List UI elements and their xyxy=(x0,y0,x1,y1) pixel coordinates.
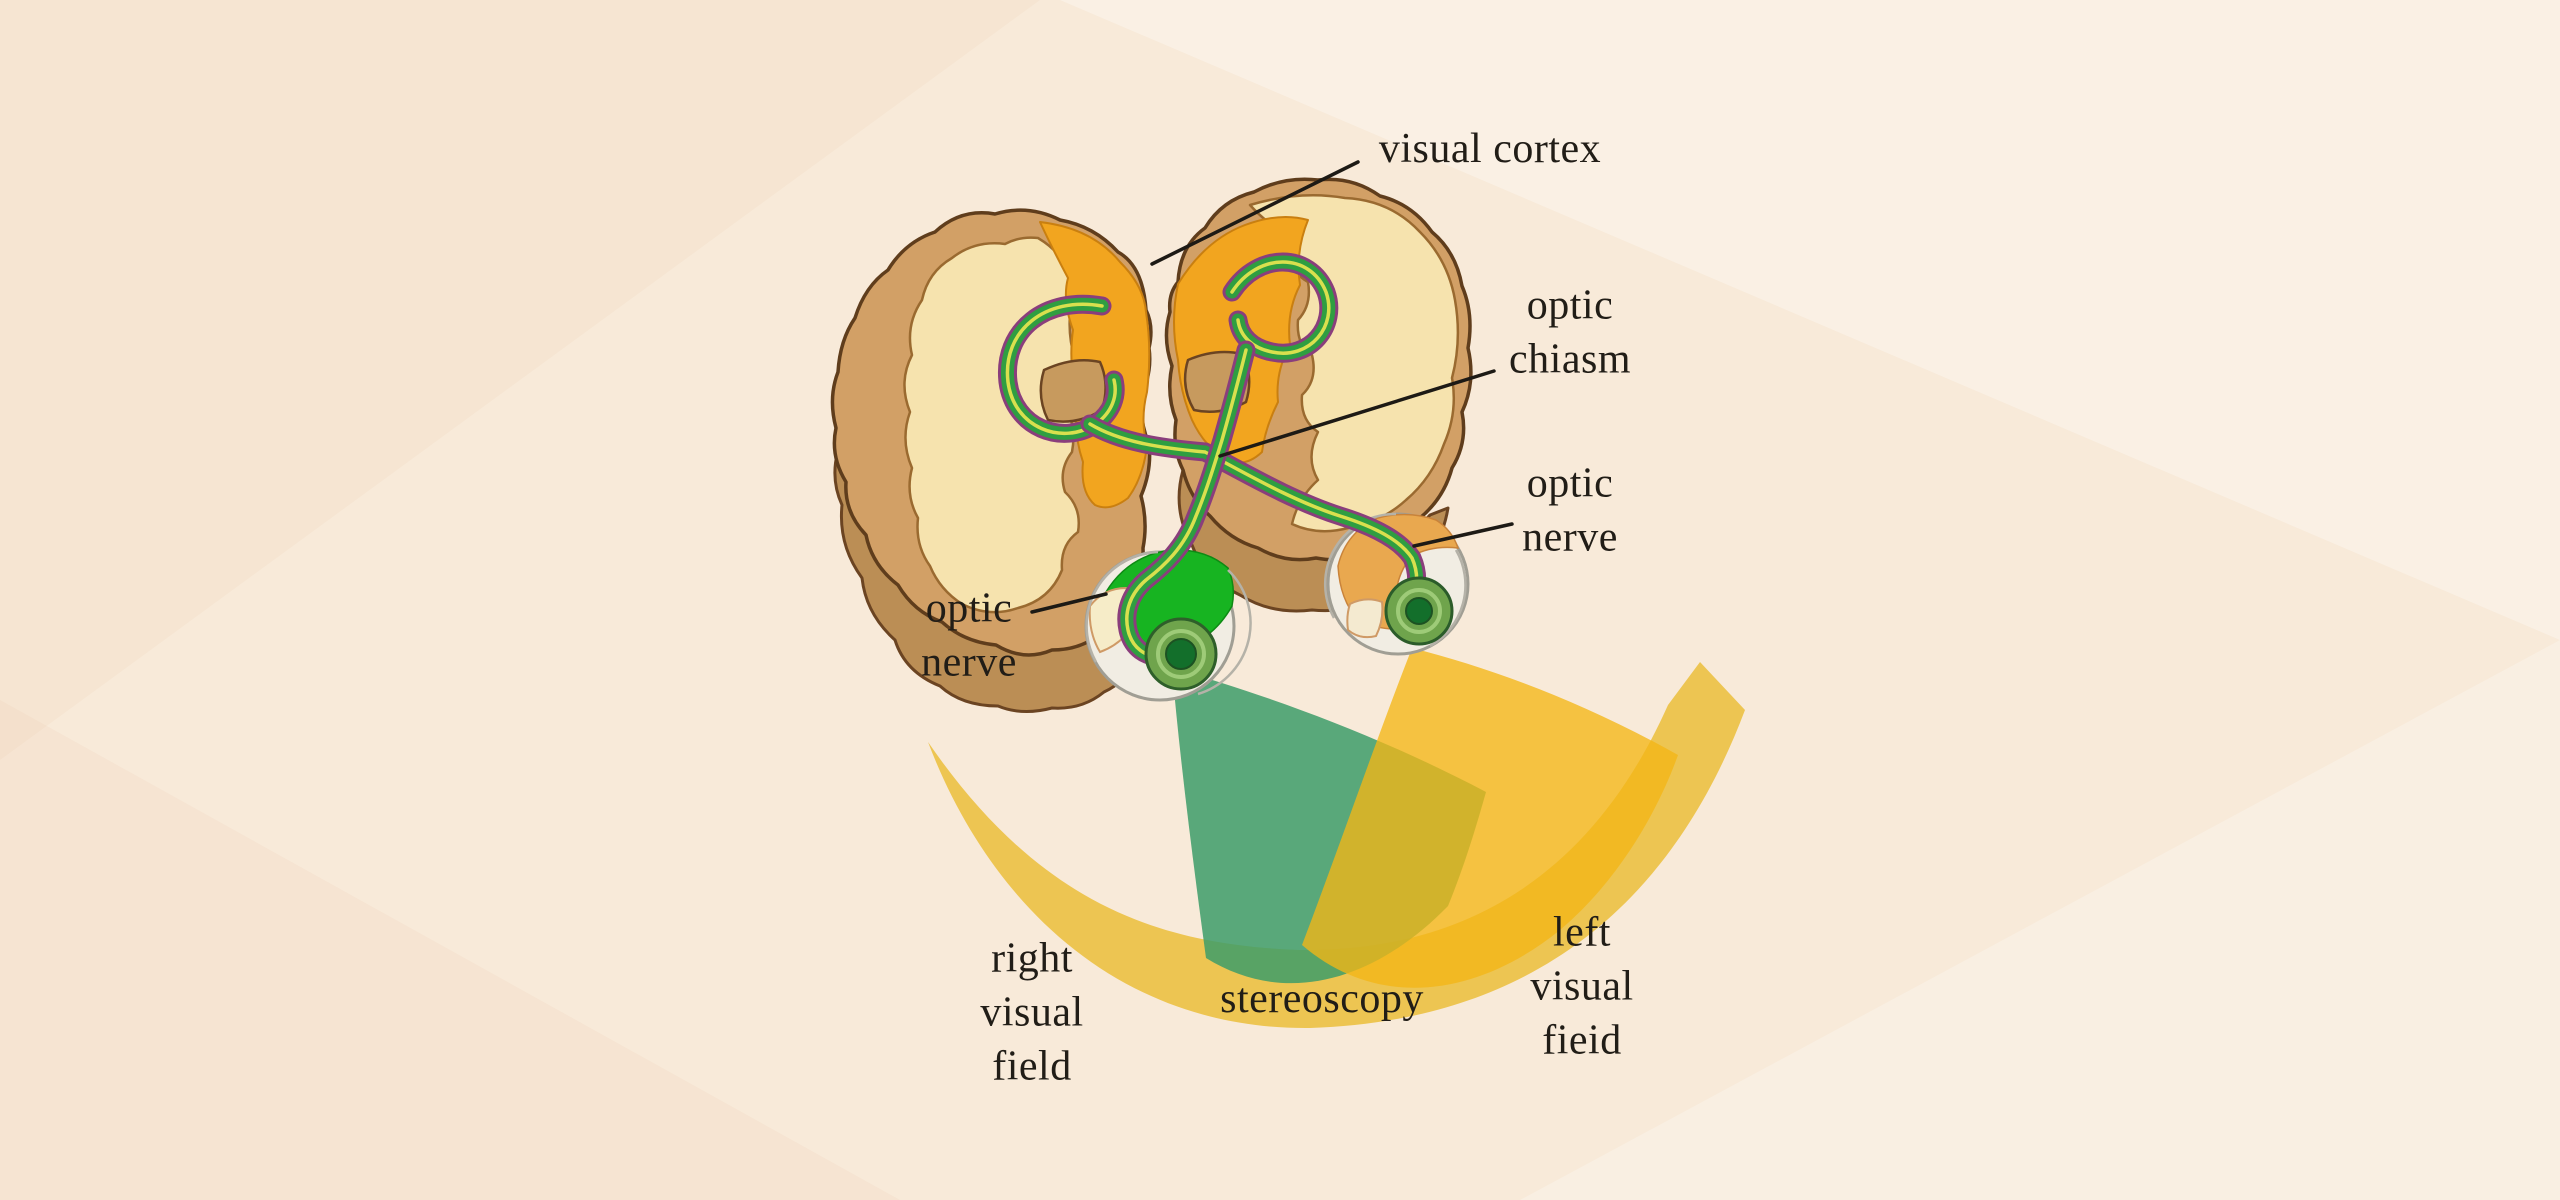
nerve-stripe-stroke xyxy=(1005,302,1117,435)
optic-nerves xyxy=(997,252,1427,666)
label-left-visual-field-line3: fieid xyxy=(1542,1016,1622,1063)
label-optic-nerve-right-line2: nerve xyxy=(1522,514,1618,560)
label-optic-nerve-right-line1: optic xyxy=(1526,460,1614,507)
label-left-visual-field-line2: visual xyxy=(1530,963,1634,1010)
paper-shade-bottomleft xyxy=(0,700,900,1200)
label-optic-chiasm-line2: chiasm xyxy=(1509,336,1631,382)
optic-tract-left-to-right-eye xyxy=(1080,414,1427,624)
paper-light-bottomright xyxy=(1520,640,2560,1200)
right-eye-lens xyxy=(1346,598,1384,639)
label-optic-nerve-left: optic nerve xyxy=(921,582,1017,690)
right-eye-iris-ring xyxy=(1396,588,1442,634)
label-optic-nerve-left-line2: nerve xyxy=(921,639,1017,685)
left-visual-field-fan xyxy=(1302,648,1678,988)
label-optic-nerve-right: optic nerve xyxy=(1522,457,1618,565)
leader-optic-nerve-right xyxy=(1412,522,1514,548)
right-eye-pupil xyxy=(1405,597,1433,625)
left-eye-pupil xyxy=(1165,638,1197,670)
label-optic-nerve-left-line1: optic xyxy=(925,585,1013,632)
irises xyxy=(1144,576,1454,691)
label-right-visual-field-line1: right xyxy=(991,935,1073,982)
right-hemisphere-cortex-surface xyxy=(1248,194,1460,533)
label-optic-chiasm-line1: optic xyxy=(1526,282,1614,329)
label-optic-chiasm: optic chiasm xyxy=(1509,279,1631,387)
leader-visual-cortex xyxy=(1150,160,1360,266)
left-eye-iris-ring xyxy=(1156,629,1206,679)
leader-optic-nerve-left xyxy=(1030,592,1108,614)
nerve-stripe-stroke xyxy=(1088,422,1419,616)
label-right-visual-field-line3: field xyxy=(992,1042,1072,1089)
paper-shade-topleft xyxy=(0,0,1040,760)
optic-tract-left-curl xyxy=(997,294,1125,443)
paper-light-topright xyxy=(1060,0,2560,640)
label-right-visual-field-line2: visual xyxy=(980,989,1084,1036)
nerve-stripe-stroke xyxy=(1125,348,1248,658)
label-left-visual-field-line1: left xyxy=(1553,909,1611,956)
label-visual-cortex: visual cortex xyxy=(1378,126,1602,173)
leader-lines xyxy=(1030,160,1514,614)
label-right-visual-field: right visual field xyxy=(980,932,1083,1093)
leader-optic-chiasm xyxy=(1218,369,1496,458)
optic-tract-right-to-left-eye xyxy=(1117,340,1256,666)
right-eye-seam xyxy=(1323,512,1467,648)
left-eye-seam xyxy=(1085,550,1252,696)
label-stereoscopy: stereoscopy xyxy=(1220,976,1424,1023)
label-left-visual-field: left visual fieid xyxy=(1530,906,1633,1067)
visual-fields xyxy=(928,648,1745,1029)
